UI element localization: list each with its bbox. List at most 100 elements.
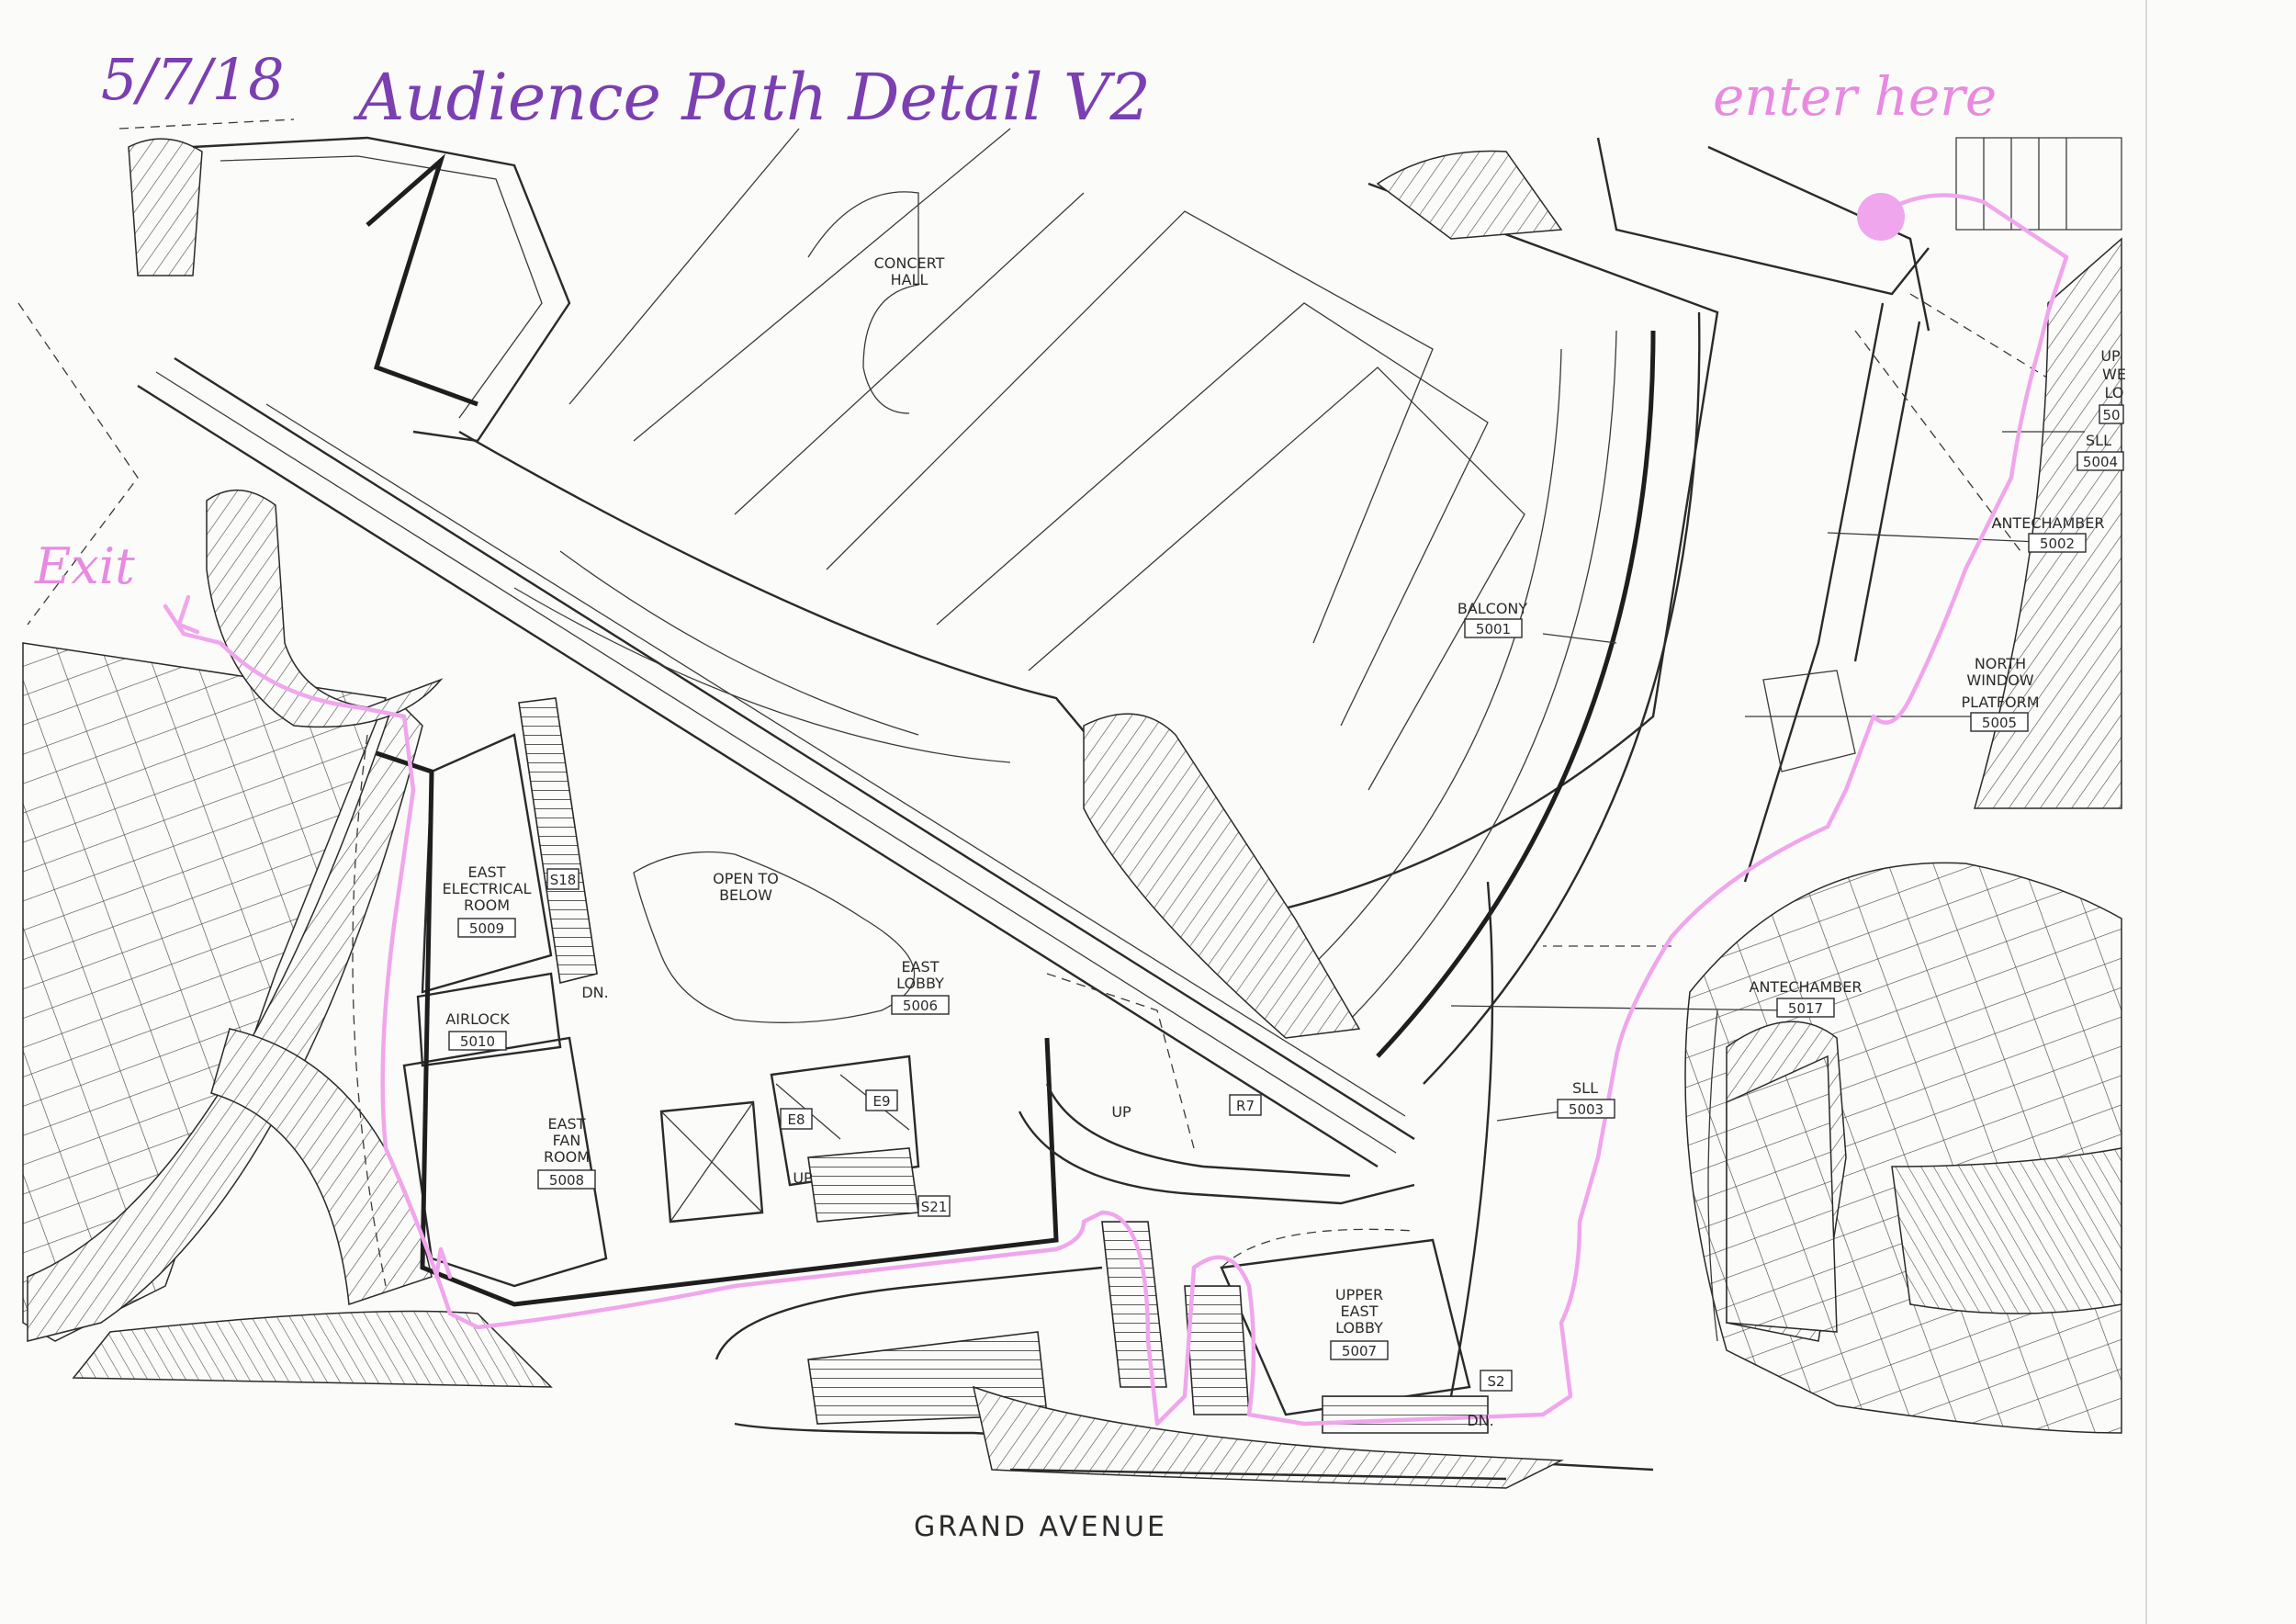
sll-south-number-box xyxy=(1557,1099,1615,1119)
open-to-below-label-1: OPEN TO xyxy=(713,870,779,887)
east-lobby-label-1: EAST xyxy=(902,958,940,976)
handwritten-enter-note: enter here xyxy=(1713,65,1997,128)
north-window-platform-label-2: WINDOW xyxy=(1966,671,2033,689)
open-to-below-label-2: BELOW xyxy=(719,886,772,904)
lobby-north-wall xyxy=(376,750,1059,1307)
southwest-curved-wall xyxy=(27,696,423,1342)
east-fan-room-label-3: ROOM xyxy=(544,1148,590,1166)
east-fan-room-number-box xyxy=(537,1169,596,1190)
northeast-curved-panel xyxy=(1376,150,1563,240)
upper-east-lobby-walls xyxy=(1220,1238,1471,1416)
elevator-core xyxy=(770,1054,920,1187)
east-lobby-number: 5006 xyxy=(903,998,938,1014)
grand-stair-left xyxy=(1101,1221,1167,1388)
south-exterior-sweep xyxy=(972,1385,1564,1489)
stair-s21-tag: S21 xyxy=(921,1199,948,1215)
stair-s2-tag: S2 xyxy=(1487,1373,1504,1390)
diagonal-corridor-outer xyxy=(137,384,1379,1168)
east-fan-room-label-2: FAN xyxy=(553,1132,581,1149)
antechamber-north-label: ANTECHAMBER xyxy=(1992,514,2105,532)
east-electrical-room-walls xyxy=(421,733,553,994)
north-window-platform-number: 5005 xyxy=(1982,715,2017,731)
antechamber-south-label: ANTECHAMBER xyxy=(1750,978,1863,996)
up-marker-1: UP xyxy=(1111,1103,1131,1121)
elevator-e9-tag: E9 xyxy=(872,1093,890,1110)
northwest-outer-wall xyxy=(192,136,571,443)
balcony-label: BALCONY xyxy=(1458,600,1528,617)
concert-hall-label-2: HALL xyxy=(891,271,929,288)
ramp-r7-tag: R7 xyxy=(1236,1098,1255,1114)
stair-s18-tag-box xyxy=(546,868,580,890)
south-lower-stair xyxy=(1322,1395,1489,1434)
balcony-number-box xyxy=(1464,618,1523,638)
elevator-e8-tag: E8 xyxy=(787,1111,805,1128)
airlock-number-box xyxy=(448,1031,507,1051)
up-marker-2: UP xyxy=(793,1169,813,1187)
north-window-platform-label-3: PLATFORM xyxy=(1961,694,2039,711)
upper-west-lobby-number: 50 xyxy=(2102,407,2120,423)
east-electrical-label-1: EAST xyxy=(468,863,506,881)
dn-marker-2: DN. xyxy=(1467,1412,1493,1429)
hall-seating-outer xyxy=(458,182,1719,920)
balcony-front-curve xyxy=(1376,330,1656,1058)
upper-west-lobby-label-3: LO xyxy=(2105,384,2124,401)
hall-curved-wedge xyxy=(1083,713,1361,1039)
west-exterior-paneling xyxy=(22,642,388,1342)
handwritten-date: 5/7/18 xyxy=(101,46,285,113)
upper-west-lobby-number-box xyxy=(2099,404,2124,424)
sll-north-label: SLL xyxy=(2086,432,2111,449)
up-arrow-head xyxy=(433,1246,453,1280)
exit-arrow-head xyxy=(176,594,200,635)
antechamber-south-number-box xyxy=(1776,998,1835,1018)
west-curved-stair-tower xyxy=(206,490,444,728)
north-window-platform-outline xyxy=(1762,670,1856,773)
handwritten-title: Audience Path Detail V2 xyxy=(353,60,1151,135)
airlock-number: 5010 xyxy=(460,1033,495,1050)
concert-hall-label-1: CONCERT xyxy=(874,254,945,272)
stair-s21 xyxy=(807,1147,919,1223)
grand-stair-mid xyxy=(1184,1285,1250,1415)
upper-east-lobby-label-3: LOBBY xyxy=(1335,1319,1383,1336)
northeast-exterior-paneling xyxy=(1974,237,2122,809)
south-terrace-wall xyxy=(715,1266,1103,1360)
dn-marker-1: DN. xyxy=(581,984,608,1001)
north-window-platform-number-box xyxy=(1970,712,2029,732)
antechamber-north-number: 5002 xyxy=(2040,536,2075,552)
stair-s21-tag-box xyxy=(917,1195,951,1217)
handwritten-exit-note: Exit xyxy=(34,537,135,595)
street-label: GRAND AVENUE xyxy=(914,1511,1167,1543)
stair-s2-tag-box xyxy=(1480,1370,1513,1392)
southwest-terrace xyxy=(72,1310,553,1388)
elevator-e8-tag-box xyxy=(780,1108,813,1130)
upper-east-lobby-number: 5007 xyxy=(1342,1343,1377,1359)
east-fan-room-walls xyxy=(402,1036,608,1288)
east-lobby-label-2: LOBBY xyxy=(896,975,944,992)
ramp-r7-tag-box xyxy=(1229,1094,1262,1116)
upper-east-lobby-label-1: UPPER xyxy=(1335,1286,1383,1303)
upper-east-lobby-label-2: EAST xyxy=(1341,1303,1379,1320)
sll-south-label: SLL xyxy=(1572,1079,1598,1097)
northwest-curved-panel xyxy=(128,138,203,276)
entry-point-dot xyxy=(1857,193,1905,241)
east-window-grid xyxy=(1726,1054,1838,1333)
audience-path-highlight xyxy=(163,193,2069,1427)
east-electrical-number-box xyxy=(457,918,516,938)
south-walkway-outer xyxy=(1018,1111,1415,1205)
airlock-walls xyxy=(416,972,562,1067)
diagonal-corridor-inner xyxy=(174,356,1415,1141)
east-fan-room-label-1: EAST xyxy=(548,1115,586,1133)
east-electrical-label-3: ROOM xyxy=(464,897,510,914)
upper-west-lobby-label-2: WE xyxy=(2102,366,2126,383)
antechamber-north-number-box xyxy=(2028,533,2087,553)
sll-north-number: 5004 xyxy=(2083,454,2118,470)
balcony-number: 5001 xyxy=(1476,621,1511,637)
airlock-label: AIRLOCK xyxy=(445,1010,510,1028)
southeast-exterior-paneling xyxy=(1891,1147,2122,1314)
upper-west-lobby-label-1: UP xyxy=(2100,347,2121,365)
antechamber-south-number: 5017 xyxy=(1788,1000,1823,1017)
stair-s18-tag: S18 xyxy=(550,872,577,888)
east-electrical-label-2: ELECTRICAL xyxy=(443,880,532,897)
east-electrical-number: 5009 xyxy=(469,920,504,937)
